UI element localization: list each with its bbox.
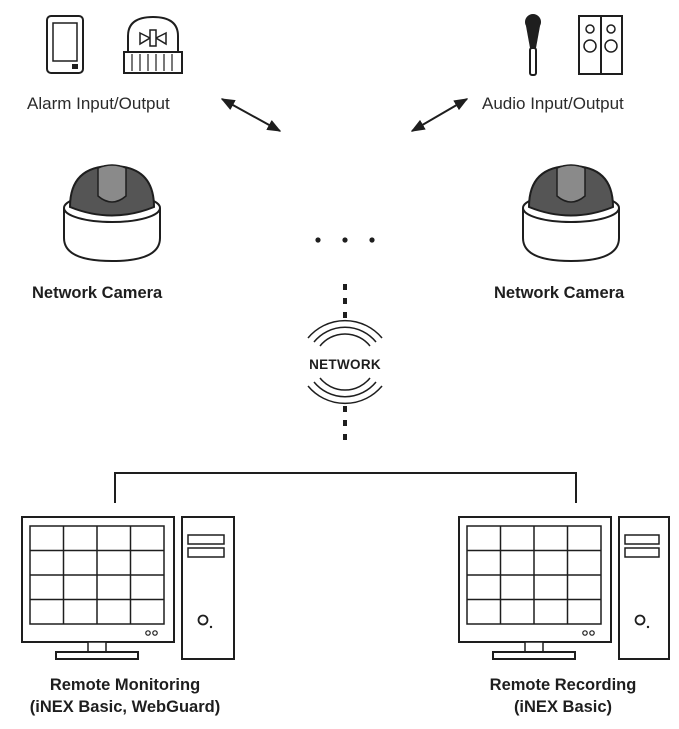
network-camera-right-icon	[522, 164, 620, 263]
network-camera-left-icon	[63, 164, 161, 263]
remote-recording-title: Remote Recording	[490, 676, 637, 694]
remote-recording-subtitle: (iNEX Basic)	[514, 698, 612, 716]
remote-monitoring-title: Remote Monitoring	[50, 676, 200, 694]
camera-right-label: Network Camera	[494, 284, 625, 302]
remote-recording-computer-icon	[458, 516, 670, 660]
network-hub-icon	[307, 319, 383, 405]
microphone-icon	[525, 14, 541, 76]
alarm-link-arrow	[220, 98, 282, 132]
network-computers-dotted-link	[343, 406, 347, 440]
network-label: NETWORK	[309, 357, 381, 372]
computers-connection-line	[114, 472, 577, 503]
sensor-icon	[46, 15, 84, 74]
audio-link-arrow	[410, 98, 469, 132]
more-cameras-ellipsis	[315, 237, 375, 243]
alarm-label: Alarm Input/Output	[27, 94, 170, 113]
camera-left-label: Network Camera	[32, 284, 163, 302]
siren-icon	[123, 15, 183, 74]
remote-monitoring-subtitle: (iNEX Basic, WebGuard)	[30, 698, 220, 716]
audio-label: Audio Input/Output	[482, 94, 624, 113]
speaker-icon	[578, 15, 623, 75]
camera-network-dotted-link	[343, 284, 347, 318]
remote-monitoring-computer-icon	[21, 516, 235, 660]
